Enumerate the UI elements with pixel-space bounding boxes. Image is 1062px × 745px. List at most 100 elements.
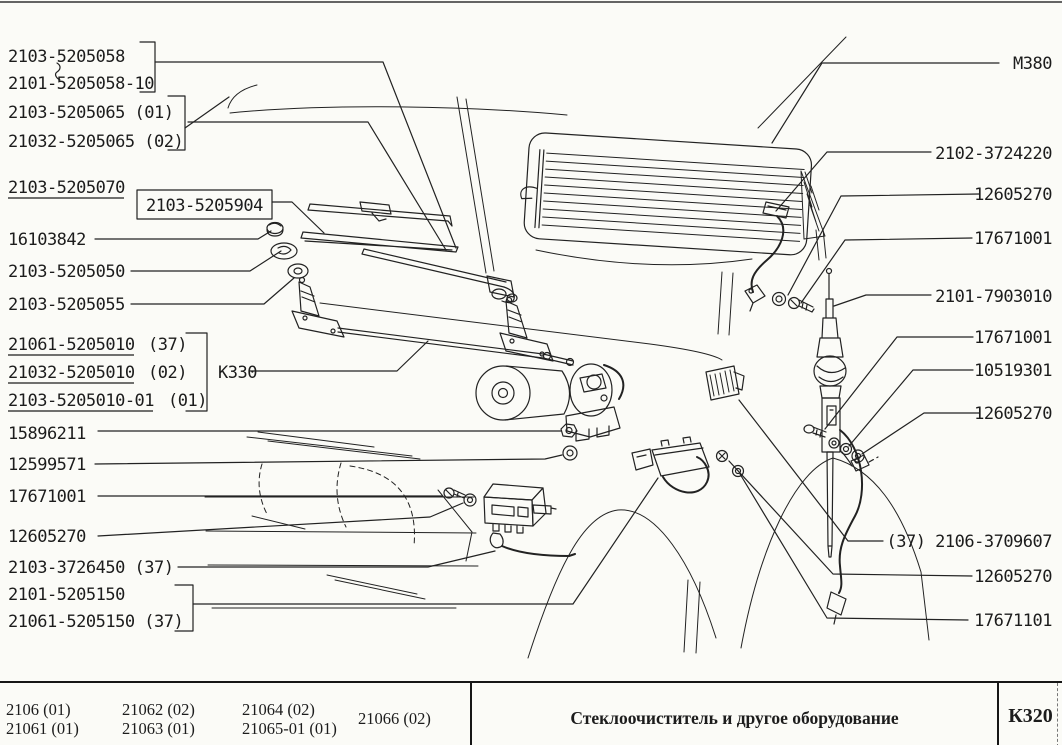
leader [97, 502, 464, 537]
leader [775, 151, 932, 212]
model-item: 21061 (01) [6, 719, 79, 738]
hex-nut [560, 423, 578, 438]
washer [463, 493, 477, 507]
element-terminal [520, 186, 539, 200]
cap-detail [266, 222, 284, 237]
rear-roof-pillar [757, 36, 847, 129]
relay2-tabs [660, 436, 692, 447]
arm-hinge [486, 275, 515, 298]
page-code: К320 [1008, 705, 1053, 727]
telescopic-sections [816, 298, 844, 358]
antenna-body [821, 397, 841, 453]
washer-hole [831, 440, 837, 446]
leader [861, 412, 980, 455]
motor-shaft [497, 387, 509, 399]
screw-head [443, 487, 455, 499]
model-item: 21063 (01) [122, 719, 195, 738]
headlight-arc [258, 463, 269, 517]
crank-bolt [565, 357, 575, 367]
model-item: 21066 (02) [358, 709, 431, 728]
relay-label-plate [491, 504, 529, 518]
bracket [167, 95, 186, 151]
lock-washer [839, 442, 853, 456]
car-body-outline [204, 36, 930, 659]
table-divider [997, 683, 999, 745]
cowl-line [319, 302, 723, 361]
leader [94, 230, 272, 240]
part-label: 2101-5205058-10 [8, 74, 154, 94]
leader [130, 250, 282, 272]
wiper-arm [361, 248, 507, 288]
roof-arc [227, 84, 258, 109]
part-label-suffix: (02) [148, 363, 187, 383]
cable-lug [744, 284, 766, 312]
screw-shank [790, 299, 815, 313]
antenna-tube [826, 451, 834, 558]
wiper-blade [307, 203, 453, 227]
part-label: 2101-5205150 [8, 585, 125, 605]
spindle-plate [291, 310, 345, 338]
switch-body [705, 365, 740, 401]
gear-housing [569, 363, 613, 417]
pointer-dashes [868, 456, 879, 463]
small-fasteners [266, 221, 578, 461]
wiper-linkage [291, 276, 625, 442]
washer [828, 437, 840, 449]
model-item: 21065-01 (01) [242, 719, 337, 738]
body-crease [251, 515, 426, 600]
wire-connector [489, 532, 504, 549]
part-label: 12605270 [8, 527, 86, 547]
leader [249, 340, 429, 372]
washer-hole [734, 467, 742, 475]
leader-lines [54, 41, 1000, 632]
model-item: 21062 (02) [122, 700, 195, 719]
part-label: 12605270 [974, 185, 1052, 205]
part-label: 17671101 [974, 611, 1052, 631]
hatching [803, 171, 820, 232]
part-label: 17671001 [974, 328, 1052, 348]
washer-hole [466, 496, 474, 504]
plate-hole [509, 338, 515, 344]
part-label: 17671001 [974, 229, 1052, 249]
arch-lines [683, 579, 701, 654]
plate-hole [330, 328, 336, 334]
spindle [505, 300, 528, 339]
wiper-relay [443, 483, 576, 557]
ball-detail [816, 365, 846, 383]
motor-end-cap [475, 365, 531, 421]
part-label: 12599571 [8, 455, 86, 475]
bush-detail [277, 245, 292, 255]
part-label: 21032-5205010 [8, 363, 135, 383]
part-label: 2103-5205058 [8, 47, 125, 67]
part-label: 2102-3724220 [935, 144, 1052, 164]
left-label-column: 2103-5205058 2101-5205058-10 2103-520506… [8, 47, 264, 632]
footer-table: 2106 (01) 21061 (01) 21062 (02) 21063 (0… [0, 681, 1062, 745]
leader [800, 237, 973, 304]
front-panel-line [205, 530, 477, 534]
leader [154, 61, 457, 249]
switch-hatch [709, 369, 735, 397]
ground-lug [850, 454, 870, 472]
part-label: 12605270 [974, 567, 1052, 587]
section-title: Стеклоочиститель и другое оборудование [570, 708, 899, 728]
pivot-boss [491, 288, 507, 300]
front-panel-line [207, 564, 479, 567]
model-list-col3: 21064 (02) 21065-01 (01) [242, 700, 337, 738]
gear-boss [600, 394, 608, 402]
a-pillar [456, 96, 487, 274]
bracket [174, 584, 194, 632]
leader [271, 201, 325, 234]
blade-rubber-element [300, 231, 459, 253]
spindle-tip [505, 296, 513, 304]
screw-head [715, 449, 729, 463]
motor-body [504, 365, 571, 421]
part-label: 2103-3726450 (37) [8, 558, 174, 578]
part-label: 2103-5205055 [8, 295, 125, 315]
pillar-tab [815, 228, 827, 261]
washer [771, 291, 787, 307]
bracket [185, 332, 208, 412]
part-label: 10519301 [974, 361, 1052, 381]
motor-bracket [565, 406, 621, 438]
